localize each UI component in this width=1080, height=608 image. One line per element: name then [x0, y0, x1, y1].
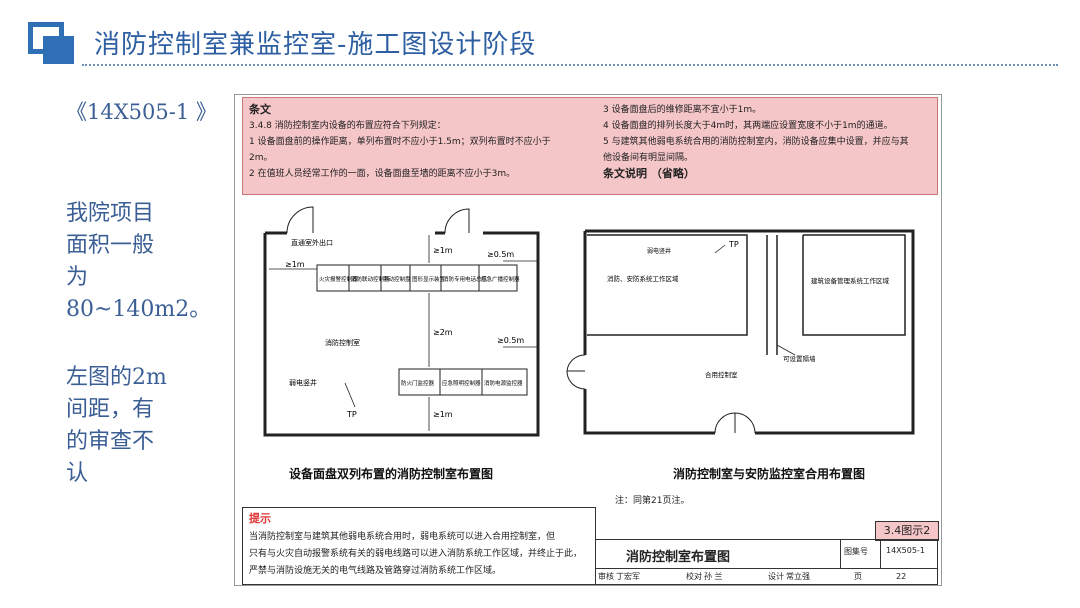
- drawing-sheet: 条文 3.4.8 消防控制室内设备的布置应符合下列规定： 1 设备面盘前的操作距…: [234, 94, 942, 586]
- tip-box: 提示 当消防控制室与建筑其他弱电系统合用时，弱电系统可以进入合用控制室，但 只有…: [242, 507, 596, 585]
- clause-line: 2 在值班人员经常工作的一面，设备面盘至墙的距离不应小于3m。: [249, 169, 516, 179]
- sheet-note: 注：同第21页注。: [615, 496, 690, 506]
- shared-room-label: 合用控制室: [705, 370, 738, 379]
- right-plan-title: 消防控制室与安防监控室合用布置图: [673, 467, 866, 481]
- clause-right: 3 设备面盘后的维修距离不宜小于1m。 4 设备面盘的排列长度大于4m时，其两端…: [603, 102, 933, 182]
- left-plan-title: 设备面盘双列布置的消防控制室布置图: [289, 467, 494, 481]
- clause-box: 条文 3.4.8 消防控制室内设备的布置应符合下列规定： 1 设备面盘前的操作距…: [242, 97, 938, 195]
- atlas-label: 图集号: [844, 547, 868, 556]
- panel-fire-alarm: 火灾报警控制器: [319, 275, 358, 283]
- clause-line: 1 设备面盘前的操作距离，单列布置时不应小于1.5m；双列布置时不应小于: [249, 137, 551, 147]
- panel-door-monitor: 防火门监控器: [401, 379, 435, 387]
- designer-name: 常立强: [786, 572, 810, 581]
- page-number: 22: [896, 572, 907, 581]
- panel-power-monitor: 消防电源监控器: [484, 379, 523, 387]
- note-line: 80~140m2。: [66, 297, 212, 322]
- note-line: 间距，有: [66, 397, 155, 422]
- title-block: 消防控制室布置图 图集号 14X505-1 审核 丁宏军 校对 孙 兰 设计 常…: [595, 539, 938, 585]
- title-divider: [82, 64, 1058, 66]
- page-label: 页: [854, 572, 862, 581]
- panel-emergency-light: 应急照明控制器: [442, 379, 481, 387]
- figure-badge: 3.4图示2: [875, 521, 939, 541]
- clause-left: 条文 3.4.8 消防控制室内设备的布置应符合下列规定： 1 设备面盘前的操作距…: [249, 102, 589, 182]
- clause-line: 3.4.8 消防控制室内设备的布置应符合下列规定：: [249, 121, 446, 131]
- right-riser-label: 弱电竖井: [647, 247, 671, 255]
- note-paragraph-1: 我院项目 面积一般 为 80~140m2。: [66, 198, 211, 326]
- drawing-name: 消防控制室布置图: [626, 550, 731, 565]
- checker-name: 孙 兰: [704, 572, 723, 581]
- left-door-label: 直通室外出口: [291, 238, 333, 247]
- zone-building-mgmt: 建筑设备管理系统工作区域: [811, 276, 890, 285]
- reference-code: 《14X505-1 》: [66, 100, 217, 124]
- right-tp-label: TP: [728, 240, 739, 249]
- page-title: 消防控制室兼监控室-施工图设计阶段: [94, 30, 537, 60]
- tip-line: 只有与火灾自动报警系统有关的弱电线路可以进入消防系统工作区域，并终止于此，: [249, 549, 583, 559]
- right-floor-plan: 弱电竖井 TP 消防、安防系统工作区域 建筑设备管理系统工作区域 可设置隔墙 合…: [566, 229, 915, 435]
- clause-line: 3 设备面盘后的维修距离不宜小于1m。: [603, 105, 762, 115]
- partition-label: 可设置隔墙: [783, 354, 816, 363]
- tip-line: 当消防控制室与建筑其他弱电系统合用时，弱电系统可以进入合用控制室，但: [249, 532, 556, 542]
- note-line: 认: [66, 461, 89, 486]
- panel-manual: 手动控制盘: [383, 275, 411, 283]
- note-line: 面积一般: [66, 233, 155, 258]
- note-line: 为: [66, 265, 89, 290]
- clause-heading: 条文: [249, 103, 271, 116]
- panel-phone: 消防专用电话总机: [443, 275, 488, 283]
- design-label: 设计: [768, 572, 784, 581]
- signature-row: 审核 丁宏军 校对 孙 兰 设计 常立强 页 22: [596, 568, 937, 585]
- dim-1m-left: ≥1m: [285, 260, 305, 269]
- reviewer-name: 丁宏军: [616, 572, 640, 581]
- clause-line: 他设备间有明显间隔。: [603, 153, 694, 163]
- dim-0.5m-top: ≥0.5m: [487, 250, 514, 259]
- panel-display: 图形显示装置: [412, 275, 446, 283]
- tip-heading: 提示: [249, 512, 271, 525]
- note-paragraph-2: 左图的2m 间距，有 的审查不 认: [66, 362, 167, 490]
- clause-explain: 条文说明 （省略）: [603, 167, 695, 180]
- dim-2m: ≥2m: [433, 328, 453, 337]
- atlas-number: 14X505-1: [886, 546, 925, 555]
- left-room-label: 消防控制室: [325, 338, 360, 347]
- clause-line: 5 与建筑其他弱电系统合用的消防控制室内，消防设备应集中设置，并应与其: [603, 137, 909, 147]
- panel-linkage: 消防联动控制器: [351, 275, 390, 283]
- logo-icon: [28, 22, 74, 64]
- dim-0.5m-mid: ≥0.5m: [497, 336, 524, 345]
- left-riser-label: 弱电竖井: [289, 378, 317, 387]
- clause-line: 4 设备面盘的排列长度大于4m时，其两端应设置宽度不小于1m的通道。: [603, 121, 893, 131]
- left-floor-plan: 直通室外出口 ≥1m ≥0.5m ≥0.5m ≥2m ≥1m ≥1m 消防控制室…: [263, 206, 540, 437]
- left-tp-label: TP: [346, 410, 357, 419]
- dim-1m-top: ≥1m: [433, 246, 453, 255]
- clause-line: 2m。: [249, 153, 273, 163]
- note-line: 我院项目: [66, 201, 155, 226]
- panel-broadcast: 应急广播控制器: [481, 275, 520, 283]
- note-line: 的审查不: [66, 429, 155, 454]
- tip-line: 严禁与消防设施无关的电气线路及管路穿过消防系统工作区域。: [249, 566, 502, 576]
- dim-1m-bottom: ≥1m: [433, 410, 453, 419]
- zone-fire-security: 消防、安防系统工作区域: [607, 274, 679, 283]
- note-line: 左图的2m: [66, 365, 167, 390]
- review-label: 审核: [598, 572, 614, 581]
- check-label: 校对: [686, 572, 702, 581]
